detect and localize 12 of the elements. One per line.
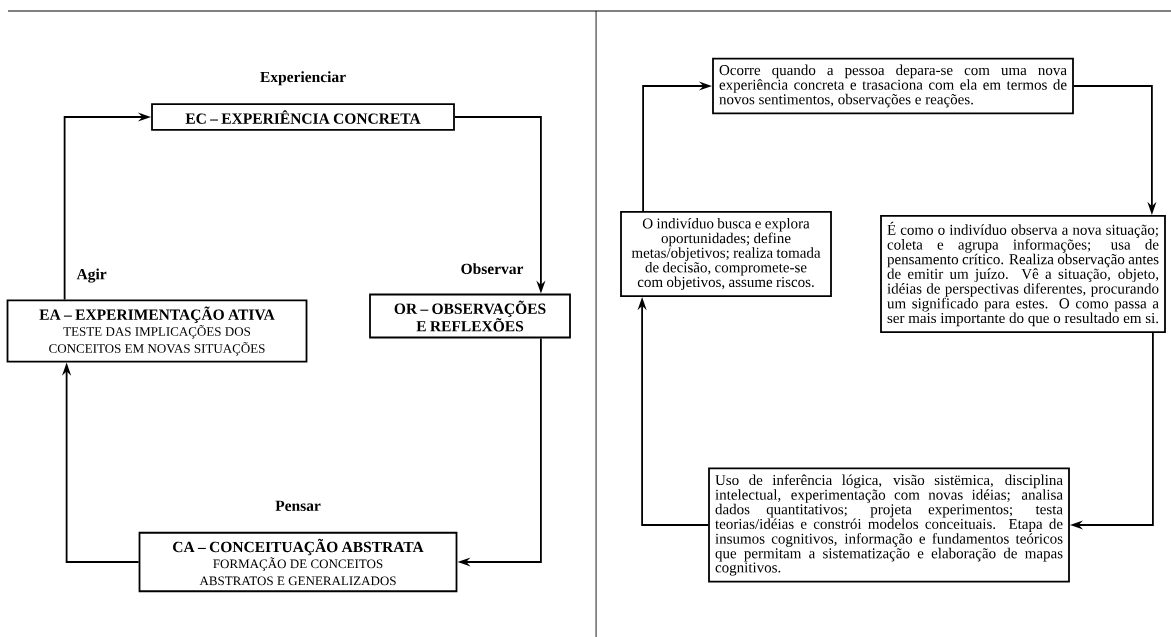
stage-box: OR – OBSERVAÇÕES E REFLEXÕES	[369, 293, 571, 339]
description-box: Ocorre quando a pessoa depara-se com uma nova experiência concreta e trasaciona com ela em termos de novos sentimentos, observações e reações.	[712, 57, 1074, 115]
stage-box: EC – EXPERIÊNCIA CONCRETA	[151, 103, 455, 131]
stage-box: EA – EXPERIMENTAÇÃO ATIVA TESTE DAS IMPLICAÇÕES DOS CONCEITOS EM NOVAS SITUAÇÕES	[6, 299, 308, 363]
description-box: O indivíduo busca e explora oportunidades; define metas/objetivos; realiza tomada de decisão, compromete-se com objetivos, assume riscos.	[620, 211, 832, 297]
description-box: É como o indivíduo observa a nova situação; coleta e agrupa informações; usa de pensamento crítico. Realiza observação antes de emitir um juízo. Vê a situação, objeto, idéias de perspectivas diferentes, procurando um significado para estes. O como passa a ser mais importante do que o resultado em si.	[880, 214, 1166, 334]
stage-label: Experienciar	[260, 71, 346, 86]
stage-label: Pensar	[275, 500, 321, 511]
stage-label: Observar	[461, 263, 524, 275]
stage-box: CA – CONCEITUAÇÃO ABSTRATA FORMAÇÃO DE CONCEITOS ABSTRATOS E GENERALIZADOS	[138, 531, 458, 593]
stage-label: Agir	[76, 268, 107, 283]
description-box: Uso de inferência lógica, visão sistëmica, disciplina intelectual, experimentação com novas idéias; analisa dados quantitativos; projeta experimentos; testa teorias/idéias e constrói modelos conceituais. Etapa de insumos cognitivos, informação e fundamentos teóricos que permitam a sistematização e elaboração de mapas cognitivos.	[708, 467, 1070, 583]
